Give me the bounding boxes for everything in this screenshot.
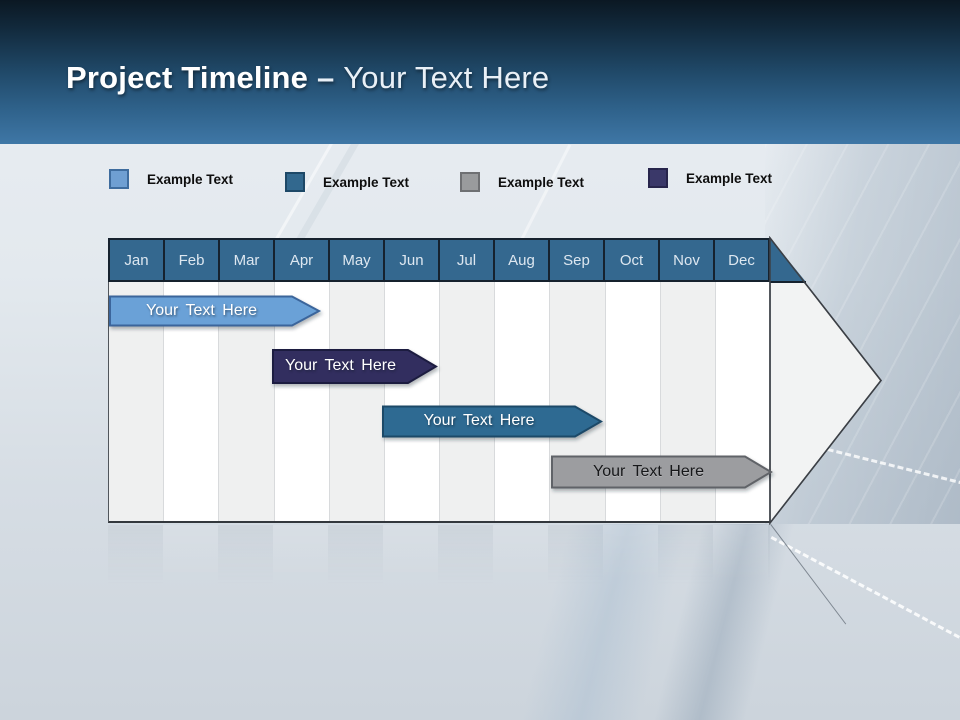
building-photo-background [765, 144, 960, 524]
floor-light-streak [770, 536, 960, 673]
legend-label: Example Text [686, 170, 773, 186]
legend-swatch-steelblue [285, 172, 305, 192]
legend-swatch-lightblue [109, 169, 129, 189]
month-column [440, 282, 496, 521]
legend-item-2: Example Text [285, 172, 409, 192]
month-column [495, 282, 551, 521]
legend-swatch-navy [648, 168, 668, 188]
legend-item-1: Example Text [109, 169, 233, 189]
gantt-bar-label: Your Text Here [146, 302, 257, 319]
table-floor-reflection [108, 525, 770, 585]
month-cell-apr: Apr [275, 240, 330, 280]
header-band: Project Timeline – Your Text Here [0, 0, 960, 144]
title-secondary: Your Text Here [343, 60, 550, 95]
month-column [550, 282, 606, 521]
gantt-bar-label: Your Text Here [593, 463, 704, 480]
month-column [606, 282, 661, 521]
month-cell-nov: Nov [660, 240, 715, 280]
gantt-bar-label: Your Text Here [423, 412, 535, 429]
month-cell-jan: Jan [110, 240, 165, 280]
month-header-row: Jan Feb Mar Apr May Jun Jul Aug Sep Oct … [108, 238, 770, 282]
month-cell-mar: Mar [220, 240, 275, 280]
legend-item-4: Example Text [648, 168, 772, 188]
title-primary: Project Timeline [66, 60, 309, 95]
month-column [275, 282, 330, 521]
month-cell-may: May [330, 240, 385, 280]
month-cell-jul: Jul [440, 240, 495, 280]
legend-swatch-gray [460, 172, 480, 192]
month-cell-dec: Dec [715, 240, 770, 280]
month-cell-aug: Aug [495, 240, 550, 280]
legend-label: Example Text [323, 174, 410, 190]
month-column [716, 282, 770, 521]
gantt-bar-label: Your Text Here [285, 357, 396, 374]
month-column [385, 282, 441, 521]
month-column [329, 282, 385, 521]
month-column [660, 282, 716, 521]
page-title: Project Timeline – Your Text Here [66, 60, 549, 96]
legend-label: Example Text [147, 171, 234, 187]
title-separator: – [316, 60, 335, 95]
month-column [164, 282, 220, 521]
legend-item-3: Example Text [460, 172, 584, 192]
month-cell-sep: Sep [550, 240, 605, 280]
month-cell-jun: Jun [385, 240, 440, 280]
legend-label: Example Text [498, 174, 585, 190]
month-cell-feb: Feb [165, 240, 220, 280]
month-cell-oct: Oct [605, 240, 660, 280]
